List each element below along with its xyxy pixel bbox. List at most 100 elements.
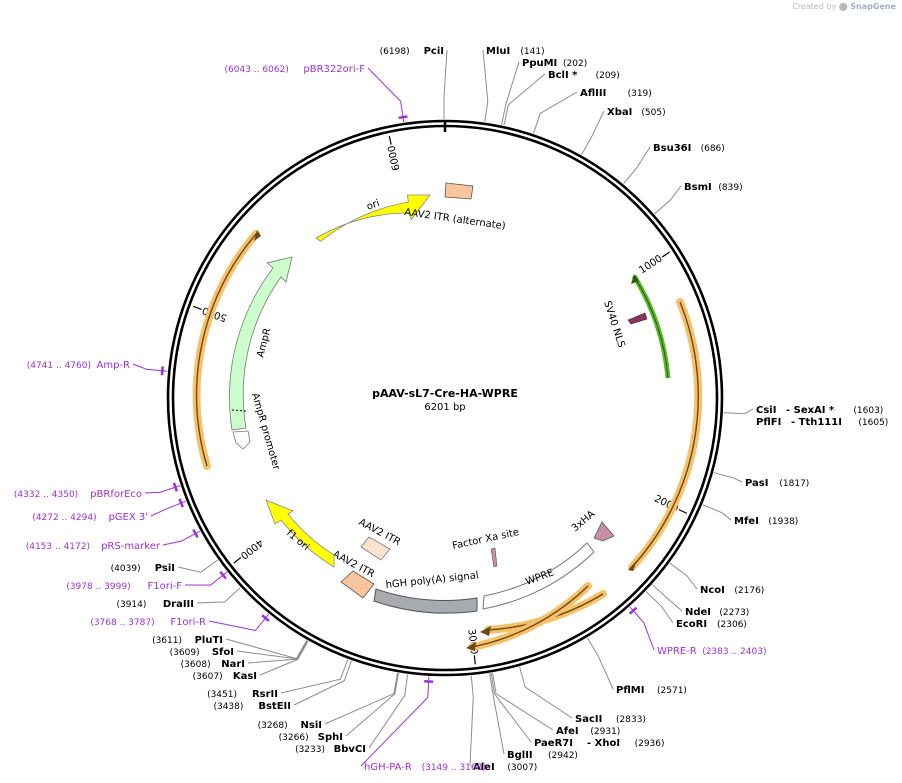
enzyme-bbvci-name[interactable]: BbvCI	[334, 744, 366, 755]
enzyme-csii-name[interactable]: CsiI	[756, 405, 776, 416]
enzyme-mfei-leader	[702, 504, 732, 521]
aav2-itr-feature-2[interactable]	[360, 536, 391, 561]
hgh-polya-label: hGH poly(A) signal	[385, 570, 479, 591]
ruler-label-3000: 3000	[465, 628, 479, 655]
wpre-feature[interactable]	[482, 542, 595, 610]
enzyme-sexai-name[interactable]: - SexAI *	[786, 405, 835, 416]
enzyme-nsii-name[interactable]: NsiI	[301, 720, 322, 731]
sv40-nls-marker	[627, 312, 648, 325]
f1-ori-feature[interactable]	[265, 499, 335, 568]
enzyme-afei-position: (2931)	[590, 727, 620, 737]
primer-pbr322ori-f-leader	[367, 67, 405, 123]
credit-prefix: Created by	[792, 2, 837, 11]
enzyme-xbai-leader	[581, 110, 605, 155]
factor-xa-label: Factor Xa site	[451, 527, 520, 552]
enzyme-nari-leader	[247, 640, 309, 664]
hgh-polya-feature[interactable]	[373, 588, 478, 614]
primer-amp-r-name[interactable]: Amp-R	[97, 360, 131, 371]
enzyme-alei-name[interactable]: AleI	[473, 762, 495, 773]
ruler-tick-4000	[233, 556, 242, 564]
3xha-feature[interactable]	[593, 521, 615, 542]
primer-pbrforeco-name[interactable]: pBRforEco	[90, 489, 142, 500]
primer-pgex-3-name[interactable]: pGEX 3'	[108, 512, 148, 523]
primer-f1ori-f-leader	[184, 571, 228, 586]
enzyme-sacii-name[interactable]: SacII	[575, 714, 602, 725]
plasmid-size: 6201 bp	[424, 402, 465, 413]
enzyme-pasi-position: (1817)	[779, 479, 809, 489]
enzyme-alei-position: (3007)	[507, 763, 537, 773]
primer-pbr322ori-f-mark	[398, 115, 408, 120]
primer-amp-r-mark	[160, 366, 165, 376]
inner-orf-line	[471, 585, 589, 648]
primer-wpre-r-leader	[629, 606, 655, 651]
enzyme-nari-name[interactable]: NarI	[221, 659, 245, 670]
enzyme-pflmi-leader	[587, 637, 614, 690]
aav2-itr-alternate-feature[interactable]	[444, 182, 474, 200]
primer-f1ori-f-mark	[219, 570, 227, 580]
enzyme-psii-name[interactable]: PsiI	[155, 563, 175, 574]
factor-xa-feature[interactable]	[490, 547, 498, 568]
enzyme-nsii-position: (3268)	[258, 721, 288, 731]
primer-hgh-pa-r-name[interactable]: hGH-PA-R	[364, 762, 412, 773]
primer-prs-marker-name[interactable]: pRS-marker	[101, 541, 161, 552]
enzyme-paer7i-name[interactable]: PaeR7I	[534, 738, 573, 749]
enzyme-mlui-name[interactable]: MluI	[486, 46, 510, 57]
enzyme-afei-name[interactable]: AfeI	[556, 726, 579, 737]
wpre-orf-arrowhead	[480, 626, 491, 636]
enzyme-alei-leader	[469, 675, 474, 767]
sv40-nls-line	[633, 275, 669, 379]
enzyme-rsrii-name[interactable]: RsrII	[252, 689, 278, 700]
enzyme-xbai-name[interactable]: XbaI	[607, 107, 632, 118]
enzyme-bsu36i-name[interactable]: Bsu36I	[653, 143, 691, 154]
primer-prs-marker-position: (4153 .. 4172)	[26, 542, 90, 552]
enzyme-afliii-name[interactable]: AflIII	[580, 88, 606, 99]
enzyme-draiii-name[interactable]: DraIII	[163, 599, 194, 610]
enzyme-tth111i-name[interactable]: - Tth111I	[791, 417, 842, 428]
enzyme-kasi-name[interactable]: KasI	[233, 671, 257, 682]
enzyme-sphi-name[interactable]: SphI	[318, 732, 343, 743]
sv40-nls-highlight[interactable]	[631, 274, 671, 379]
enzyme-pluti-name[interactable]: PluTI	[195, 635, 223, 646]
enzyme-ecori-name[interactable]: EcoRI	[676, 619, 707, 630]
enzyme-bsteii-name[interactable]: BstEII	[258, 701, 291, 712]
aav2-itr-feature-1[interactable]	[340, 570, 375, 599]
enzyme-bsmi-name[interactable]: BsmI	[684, 182, 712, 193]
enzyme-ppumi-name[interactable]: PpuMI	[522, 58, 557, 69]
enzyme-mfei-name[interactable]: MfeI	[734, 516, 759, 527]
enzyme-sacii-position: (2833)	[616, 715, 646, 725]
enzyme-bbvci-position: (3233)	[295, 745, 325, 755]
enzyme-ecori-leader	[645, 591, 674, 624]
enzyme-ncoi-name[interactable]: NcoI	[700, 585, 725, 596]
sv40-nls-label: SV40 NLS	[601, 300, 626, 350]
enzyme-xhoi-name[interactable]: - XhoI	[587, 738, 620, 749]
enzyme-pflfi-name[interactable]: PflFI	[756, 417, 781, 428]
ori-label: ori	[365, 198, 381, 213]
primer-pbr322ori-f-position: (6043 .. 6062)	[225, 65, 289, 75]
enzyme-bsu36i-leader	[623, 146, 651, 184]
sv40-nls-arrowhead	[631, 274, 639, 284]
primer-f1ori-f-name[interactable]: F1ori-F	[148, 581, 183, 592]
primer-wpre-r-name[interactable]: WPRE-R	[657, 646, 697, 657]
enzyme-xhoi-position: (2936)	[635, 739, 665, 749]
ampr-promoter-feature[interactable]	[232, 430, 251, 450]
enzyme-bsteii-position: (3438)	[213, 702, 243, 712]
primer-wpre-r-mark	[628, 606, 638, 615]
ori-feature[interactable]	[315, 194, 431, 242]
enzyme-sfoi-name[interactable]: SfoI	[212, 647, 234, 658]
enzyme-pflmi-name[interactable]: PflMI	[616, 685, 644, 696]
cre-orf-arrowhead	[628, 560, 637, 571]
primer-pbr322ori-f-name[interactable]: pBR322ori-F	[303, 64, 365, 75]
3xha-label: 3xHA	[570, 509, 598, 535]
ampr-feature[interactable]	[229, 256, 293, 431]
enzyme-bglii-name[interactable]: BglII	[507, 750, 533, 761]
enzyme-pasi-name[interactable]: PasI	[745, 478, 768, 489]
enzyme-ndei-name[interactable]: NdeI	[685, 607, 711, 618]
primer-f1ori-r-mark	[261, 614, 270, 622]
enzyme-pluti-leader	[225, 638, 308, 660]
primer-f1ori-r-name[interactable]: F1ori-R	[170, 617, 206, 628]
cre-orf-highlight[interactable]	[628, 298, 703, 571]
enzyme-ppumi-position: (202)	[563, 59, 587, 69]
enzyme-pcii-name[interactable]: PciI	[424, 46, 444, 57]
enzyme-xbai-position: (505)	[641, 108, 665, 118]
enzyme-bcli-name[interactable]: BclI *	[548, 70, 578, 81]
